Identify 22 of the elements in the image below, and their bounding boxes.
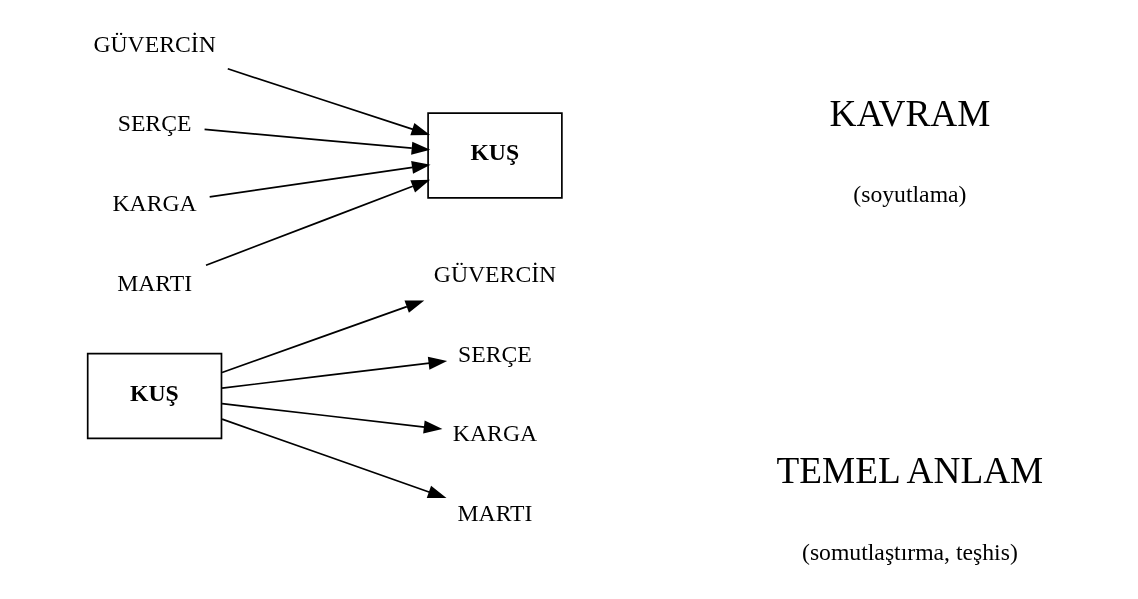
node-text: KARGA (111, 189, 197, 216)
node-text: MARTI (116, 269, 192, 296)
arrow (220, 356, 447, 389)
arrow (220, 300, 424, 374)
node-text: SERÇE (457, 340, 532, 367)
arrow (220, 402, 442, 434)
arrow (204, 179, 430, 267)
label: (somutlaştırma, teşhis) (801, 538, 1018, 565)
node-text: GÜVERCİN (92, 30, 216, 57)
node-text: MARTI (457, 499, 532, 526)
arrow (220, 418, 446, 499)
label: (soyutlama) (852, 181, 966, 208)
node-text: GÜVERCİN (433, 261, 556, 288)
label: KAVRAM (829, 93, 990, 135)
arrow (208, 160, 431, 198)
node-text: SERÇE (117, 110, 191, 137)
label: TEMEL ANLAM (776, 450, 1043, 492)
arrow (203, 128, 430, 155)
arrow (226, 67, 430, 136)
node-box: KUŞ (86, 352, 222, 440)
node-box: KUŞ (426, 112, 563, 199)
node-text: KARGA (452, 420, 537, 447)
